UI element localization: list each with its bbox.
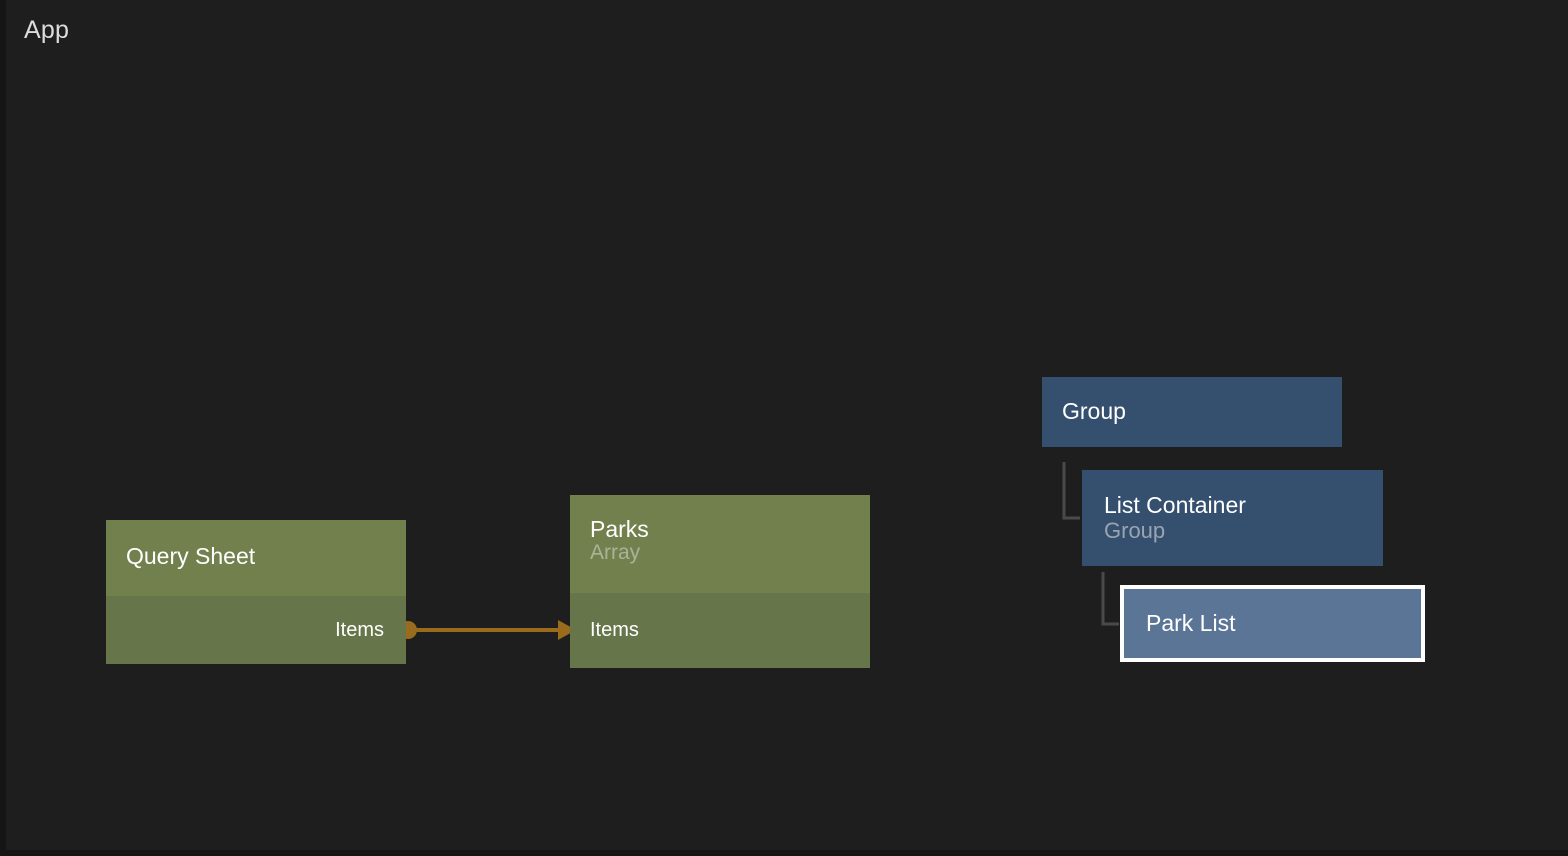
node-query-sheet-header[interactable]: Query Sheet [106,520,406,596]
node-parks[interactable]: Parks Array Items [570,495,870,668]
node-group-title: Group [1062,398,1126,425]
edge-query-sheet-items-to-parks-items[interactable] [399,620,576,640]
tree-link-list-container-to-park-list [1101,572,1119,626]
node-query-sheet[interactable]: Query Sheet Items [106,520,406,664]
tree-link-group-to-list-container [1062,462,1080,520]
node-query-sheet-body: Items [106,596,406,664]
node-parks-body: Items [570,593,870,668]
node-parks-header[interactable]: Parks Array [570,495,870,593]
node-park-list[interactable]: Park List [1120,585,1425,662]
node-graph-canvas[interactable]: App Query Sheet Items Parks Array [6,0,1568,850]
node-park-list-title: Park List [1146,609,1236,636]
node-list-container-subtitle: Group [1104,517,1166,543]
app-title: App [24,16,70,44]
node-park-list-inner: Park List [1124,589,1421,658]
node-parks-subtitle: Array [590,541,641,565]
port-parks-items-label[interactable]: Items [590,619,639,641]
node-parks-title: Parks [590,516,649,542]
node-group-inner: Group [1042,377,1342,447]
node-group[interactable]: Group [1042,377,1342,447]
node-list-container-inner: List Container Group [1082,470,1383,566]
node-list-container[interactable]: List Container Group [1082,470,1383,566]
node-list-container-title: List Container [1104,491,1246,518]
port-query-sheet-items-label[interactable]: Items [335,618,384,641]
node-query-sheet-title: Query Sheet [126,543,256,569]
